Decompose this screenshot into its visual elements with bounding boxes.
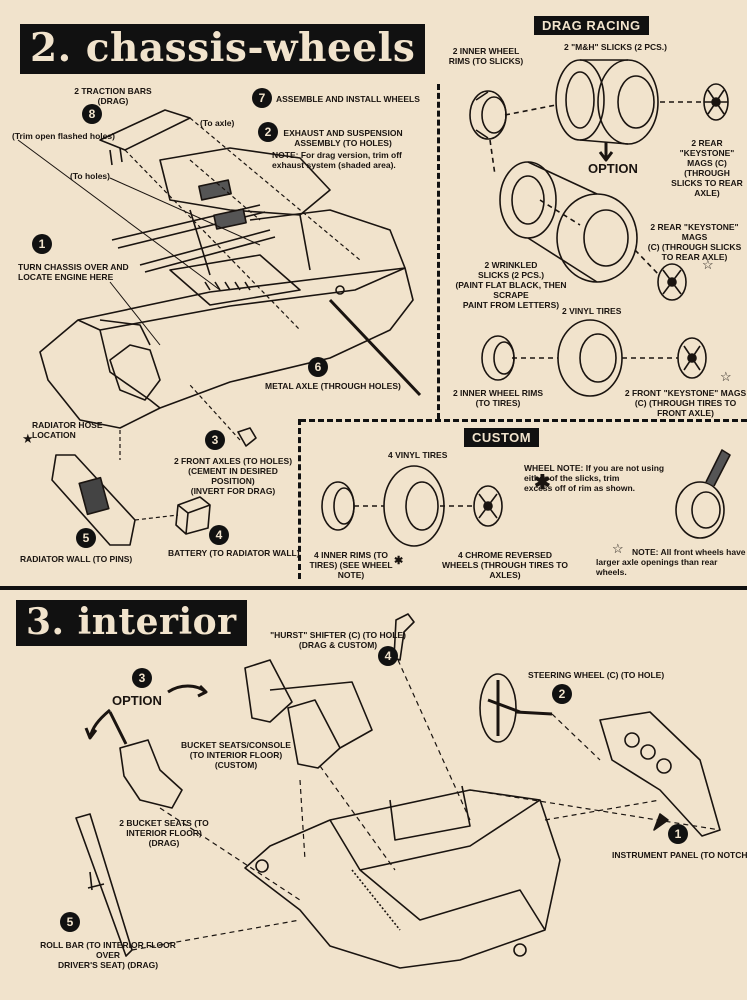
chrome-wheels-label: 4 CHROME REVERSED WHEELS (Through tires … [442, 550, 568, 580]
interior-option-label: OPTION [112, 693, 162, 708]
wheel-note: WHEEL NOTE: If you are not using either … [524, 463, 674, 493]
step-2-badge: 2 [258, 122, 278, 142]
drag-racing-tag: DRAG RACING [534, 16, 649, 35]
step-3-badge: 3 [205, 430, 225, 450]
step-5-badge: 5 [76, 528, 96, 548]
vinyl-tires-label: 2 VINYL TIRES [562, 306, 622, 316]
steering-wheel-label: STEERING WHEEL (C) (To hole) [528, 670, 665, 680]
assemble-wheels-label: ASSEMBLE AND INSTALL WHEELS [276, 94, 420, 104]
wheel-note-head: WHEEL NOTE: [524, 463, 584, 473]
front-keystone-star-icon: ☆ [720, 369, 732, 384]
to-axle-label: (To axle) [200, 118, 235, 128]
wrinkled-slicks-label: 2 WRINKLED SLICKS (2 Pcs.) (Paint flat b… [455, 260, 567, 310]
section-divider [0, 586, 747, 590]
bucket-console-label: BUCKET SEATS/CONSOLE (To interior floor)… [181, 740, 291, 770]
inner-rims-4-label: 4 INNER RIMS (To tires) (See wheel note) [309, 550, 393, 580]
radiator-wall-label: RADIATOR WALL (To pins) [20, 554, 133, 564]
interior-step-1-badge: 1 [668, 824, 688, 844]
rear-keystone-label-1: 2 REAR "KEYSTONE" MAGS (C) (Through slic… [671, 138, 743, 198]
roll-bar-label: ROLL BAR (To interior floor over driver'… [40, 940, 176, 970]
inner-rims-slicks-label: 2 INNER WHEEL RIMS (To slicks) [448, 46, 524, 66]
bucket-seats-label: 2 BUCKET SEATS (To interior floor) (Drag… [119, 818, 209, 848]
turn-chassis-label: TURN CHASSIS OVER AND LOCATE ENGINE HERE [18, 262, 129, 282]
front-wheel-note-head: NOTE: [632, 547, 659, 557]
wheel-note-asterisk-icon: ✱ [534, 472, 551, 494]
wheel-note-text: If you are not using either of the slick… [524, 463, 665, 493]
mh-slicks-label: 2 "M&H" SLICKS (2 Pcs.) [564, 42, 667, 52]
inner-rims-tires-label: 2 INNER WHEEL RIMS (To tires) [452, 388, 544, 408]
vinyl-tires-4-label: 4 VINYL TIRES [388, 450, 448, 460]
rear-keystone-label-2: 2 REAR "KEYSTONE" MAGS (C) (Through slic… [647, 222, 742, 262]
to-holes-label: (To holes) [70, 171, 110, 181]
front-wheel-note: NOTE: All front wheels have larger axle … [596, 547, 747, 577]
step-8-badge: 8 [82, 104, 102, 124]
inner-rims-asterisk-icon: ✱ [394, 555, 404, 567]
exhaust-note: NOTE: For drag version, trim off exhaust… [272, 150, 422, 170]
step-7-badge: 7 [252, 88, 272, 108]
section2-title: 2. chassis-wheels [20, 24, 426, 74]
interior-step-4-badge: 4 [378, 646, 398, 666]
chassis-wheels-illustration [17, 59, 731, 547]
shifter-label: "HURST" SHIFTER (C) (To hole) (Drag & Cu… [270, 630, 406, 650]
interior-step-5-badge: 5 [60, 912, 80, 932]
vertical-divider-custom [298, 419, 301, 579]
option-label: OPTION [588, 161, 638, 176]
section3-title: 3. interior [16, 600, 247, 646]
exhaust-note-head: NOTE: [272, 150, 299, 160]
trim-holes-label: (Trim open flashed holes) [12, 131, 115, 141]
radiator-hose-star-icon: ★ [22, 431, 34, 446]
front-wheel-note-star-icon: ☆ [612, 541, 624, 556]
interior-step-3-badge: 3 [132, 668, 152, 688]
front-wheel-note-text: All front wheels have larger axle openin… [596, 547, 746, 577]
battery-label: BATTERY (To radiator wall) [168, 548, 300, 558]
custom-tag: CUSTOM [464, 428, 540, 447]
step-4-badge: 4 [209, 525, 229, 545]
step-1-badge: 1 [32, 234, 52, 254]
front-keystone-label: 2 FRONT "KEYSTONE" MAGS (C) (Through tir… [624, 388, 747, 418]
traction-bars-label: 2 TRACTION BARS (Drag) [74, 86, 152, 106]
metal-axle-label: METAL AXLE (Through holes) [265, 381, 401, 391]
interior-step-2-badge: 2 [552, 684, 572, 704]
horizontal-divider-custom [300, 419, 747, 422]
exhaust-note-text: For drag version, trim off exhaust syste… [272, 150, 402, 170]
vertical-divider-section2 [437, 84, 440, 419]
radiator-hose-label: RADIATOR HOSE LOCATION [32, 420, 103, 440]
step-6-badge: 6 [308, 357, 328, 377]
rear-keystone-star-icon: ☆ [702, 257, 714, 272]
instrument-panel-label: INSTRUMENT PANEL (To notches) [612, 850, 747, 860]
front-axles-label: 2 FRONT AXLES (To holes) (Cement in desi… [173, 456, 293, 496]
exhaust-label: EXHAUST AND SUSPENSION ASSEMBLY (To hole… [283, 128, 403, 148]
